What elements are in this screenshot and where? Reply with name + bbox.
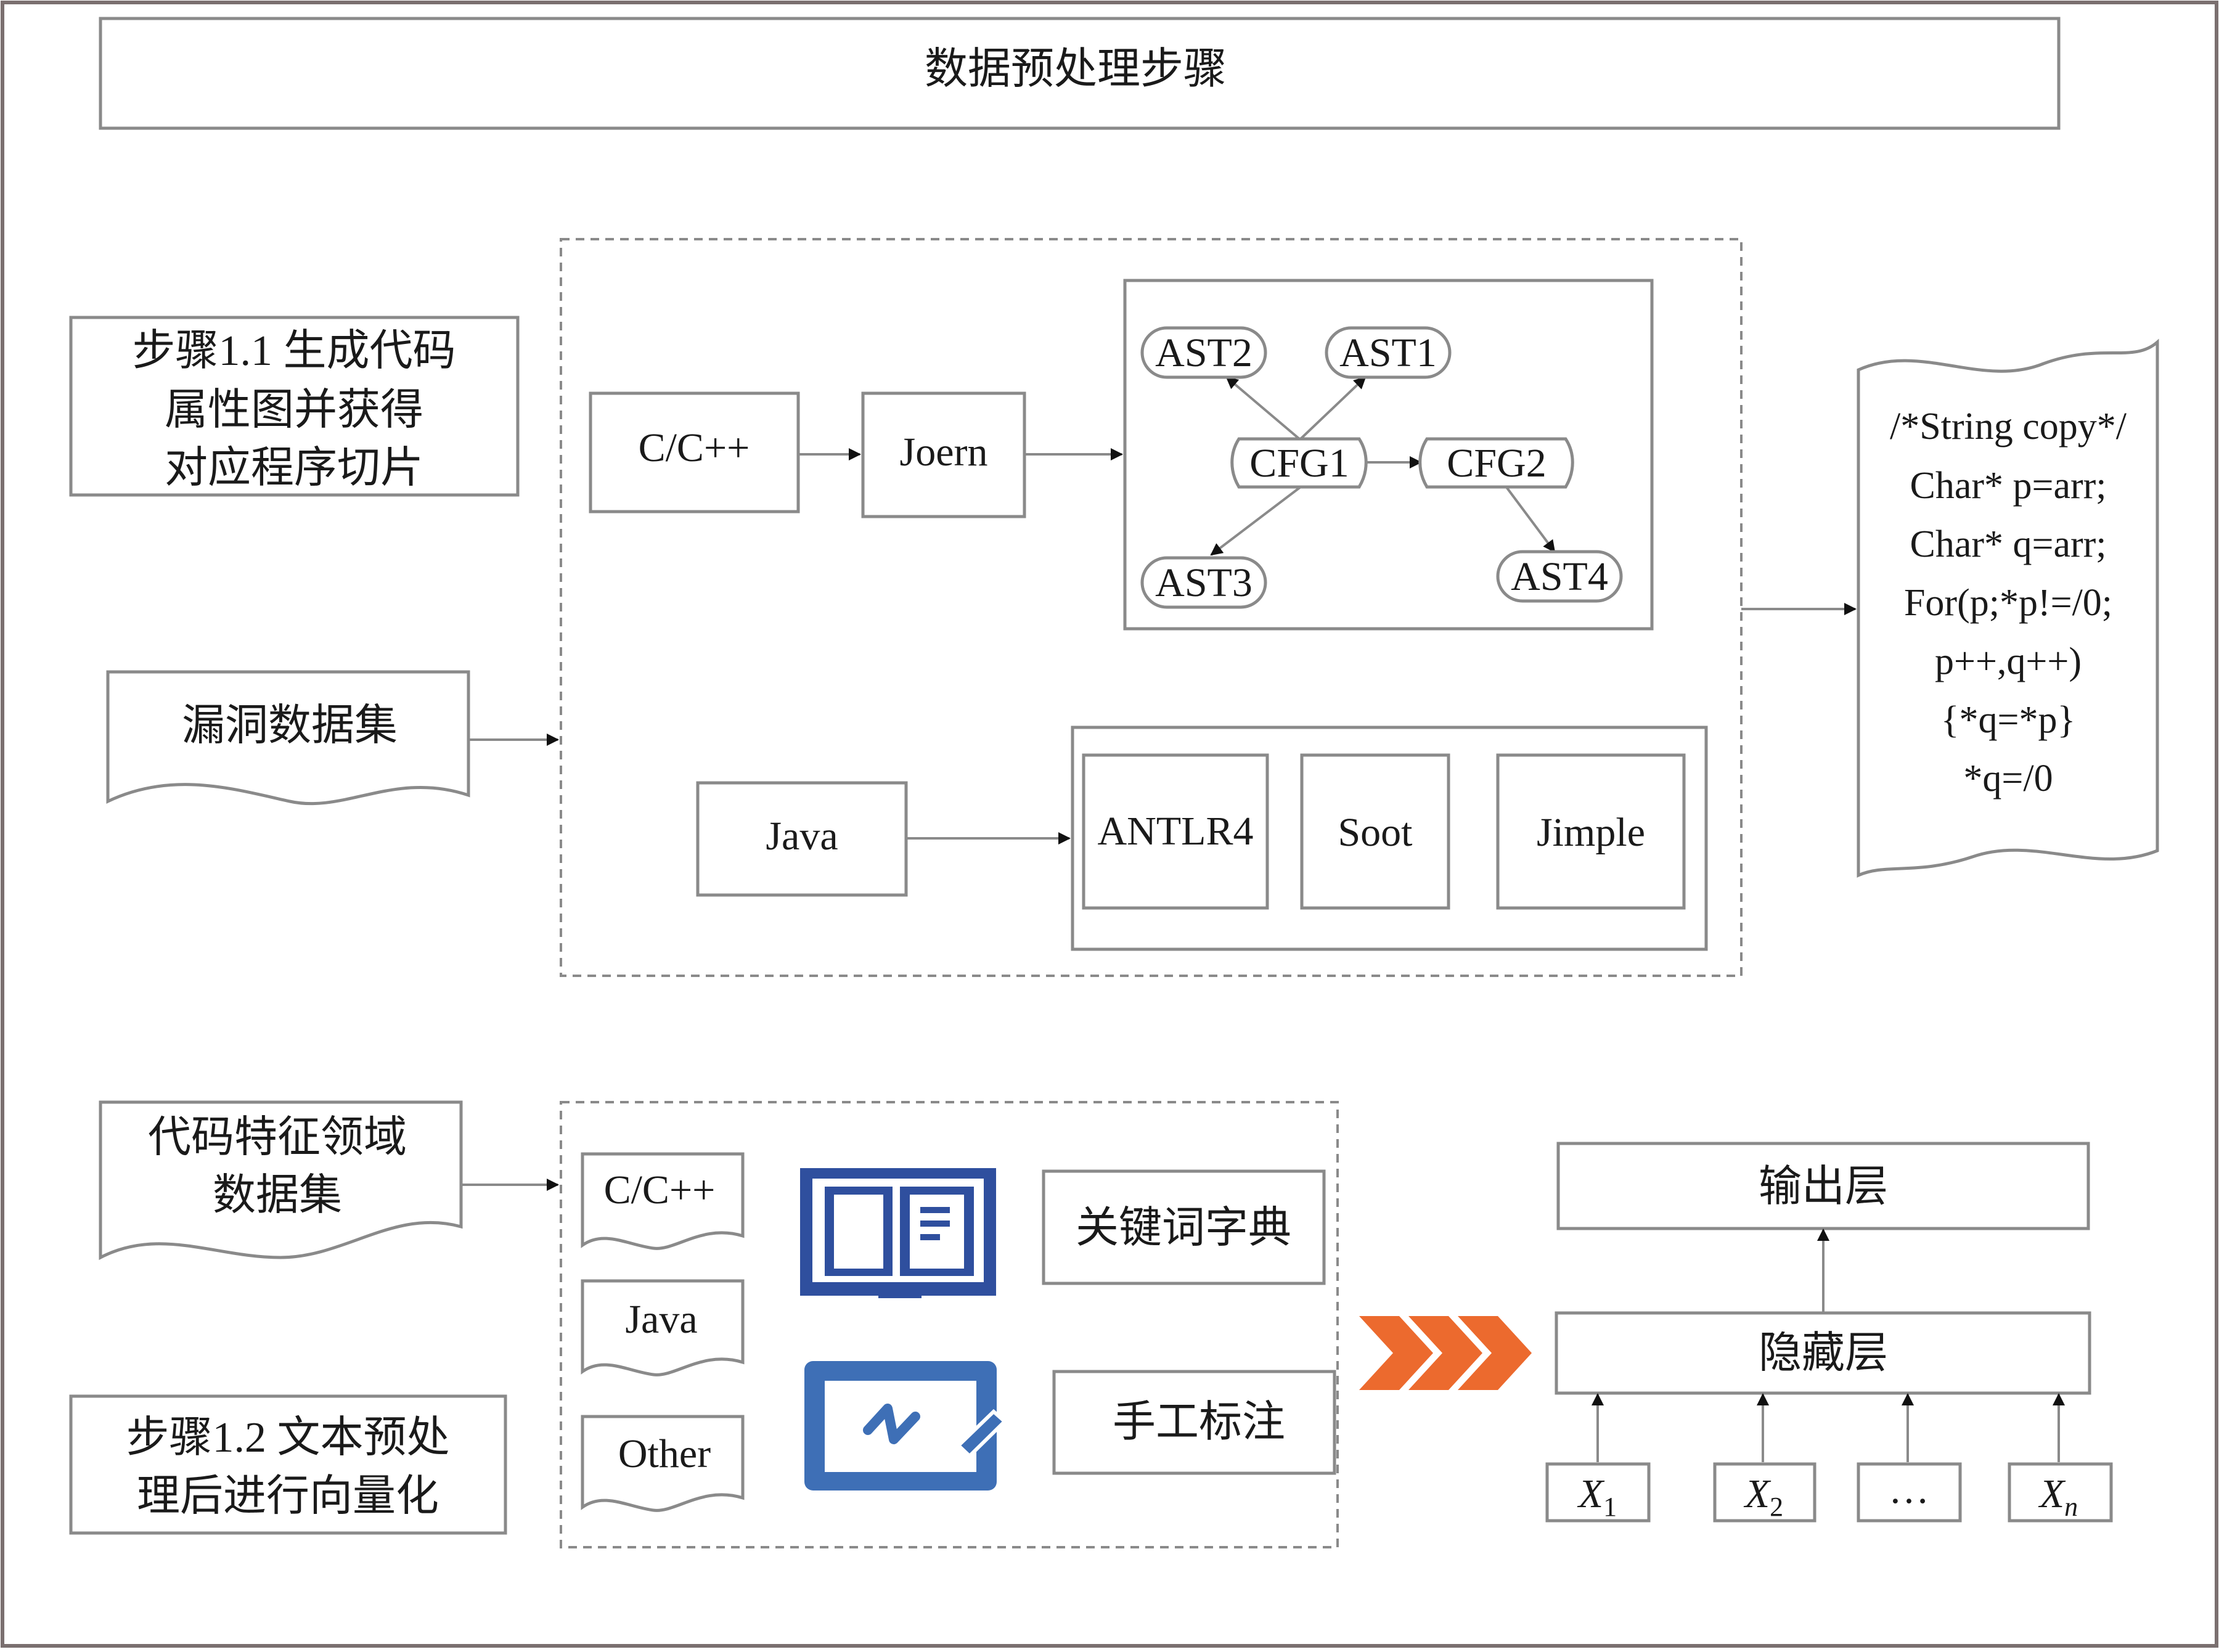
joern-label: Joern	[900, 430, 988, 475]
node-ast4: AST4	[1496, 550, 1623, 603]
step-1-1-label: 步骤1.1 生成代码 属性图并获得 对应程序切片	[69, 316, 520, 497]
input-x1: X1	[1545, 1462, 1651, 1523]
step-1-1-line-3: 对应程序切片	[165, 444, 423, 492]
code-line-4: For(p;*p!=/0;	[1904, 582, 2112, 624]
step-1-2-line-1: 步骤1.2 文本预处	[126, 1414, 450, 1462]
tool-jimple-label: Jimple	[1537, 810, 1645, 855]
cfg1-to-ast1-edge	[1299, 376, 1367, 440]
node-ast3-label: AST3	[1155, 560, 1253, 605]
input-x1-sub: 1	[1603, 1492, 1617, 1522]
node-ast2: AST2	[1140, 326, 1267, 379]
cpp-box: C/C++	[589, 391, 800, 513]
tool-antlr4: ANTLR4	[1082, 753, 1269, 910]
node-ast4-label: AST4	[1511, 554, 1608, 599]
tool-antlr4-label: ANTLR4	[1098, 809, 1254, 854]
keyword-dictionary-label: 关键词字典	[1076, 1204, 1291, 1252]
code-feature-dataset-line-2: 数据集	[213, 1172, 342, 1219]
doc-cpp: C/C++	[581, 1152, 745, 1250]
input-xn-sub: n	[2064, 1492, 2078, 1522]
node-cfg2: CFG2	[1418, 437, 1574, 489]
cfg1-to-ast2-edge	[1225, 376, 1301, 440]
step-1-2-label: 步骤1.2 文本预处 理后进行向量化	[69, 1394, 507, 1535]
svg-text:X2: X2	[1743, 1471, 1783, 1522]
java-label: Java	[766, 814, 838, 859]
tool-soot: Soot	[1300, 753, 1450, 910]
code-line-2: Char* p=arr;	[1910, 465, 2106, 507]
keyword-dictionary-box: 关键词字典	[1042, 1169, 1326, 1285]
input-xn: Xn	[2008, 1462, 2113, 1523]
input-x2-base: X	[1743, 1471, 1772, 1516]
svg-text:Xn: Xn	[2038, 1471, 2078, 1522]
parser-container	[560, 238, 1743, 977]
cpp-label: C/C++	[639, 425, 750, 470]
pen-tablet-icon	[804, 1361, 1008, 1490]
node-cfg2-label: CFG2	[1447, 441, 1546, 486]
node-cfg1: CFG1	[1230, 437, 1368, 489]
code-line-5: p++,q++)	[1935, 640, 2082, 682]
vulnerability-dataset-label: 漏洞数据集	[182, 702, 398, 750]
input-x2-sub: 2	[1770, 1492, 1783, 1522]
title-box: 数据预处理步骤	[99, 17, 2061, 130]
doc-java: Java	[581, 1279, 745, 1376]
code-feature-dataset: 代码特征领域 数据集	[99, 1100, 463, 1261]
cfg2-to-ast4-edge	[1503, 483, 1556, 553]
hidden-layer-label: 隐藏层	[1759, 1330, 1888, 1377]
code-line-6: {*q=*p}	[1941, 699, 2075, 741]
input-xn-base: X	[2038, 1471, 2066, 1516]
svg-text:X1: X1	[1577, 1471, 1617, 1522]
code-feature-dataset-line-1: 代码特征领域	[148, 1114, 407, 1161]
output-layer: 输出层	[1556, 1142, 2090, 1230]
node-ast2-label: AST2	[1155, 330, 1253, 375]
tool-soot-label: Soot	[1338, 810, 1412, 855]
input-ellipsis: …	[1857, 1462, 1962, 1523]
step-1-2-line-2: 理后进行向量化	[137, 1473, 439, 1520]
code-line-7: *q=/0	[1963, 758, 2053, 799]
page-title: 数据预处理步骤	[925, 46, 1227, 93]
output-layer-label: 输出层	[1759, 1163, 1888, 1211]
node-ast1-label: AST1	[1339, 330, 1437, 375]
input-x2: X2	[1713, 1462, 1816, 1523]
joern-box: Joern	[861, 391, 1026, 518]
manual-annotation-box: 手工标注	[1052, 1370, 1336, 1475]
step-1-1-line-1: 步骤1.1 生成代码	[133, 327, 456, 375]
input-ellipsis-label: …	[1889, 1467, 1929, 1512]
preprocess-container	[560, 1101, 1339, 1548]
triple-chevron-icon	[1359, 1316, 1532, 1390]
doc-other: Other	[581, 1415, 745, 1512]
vulnerability-dataset: 漏洞数据集	[106, 670, 470, 806]
program-slice: /*String copy*/ Char* p=arr; Char* q=arr…	[1857, 338, 2159, 878]
doc-cpp-label: C/C++	[604, 1167, 716, 1212]
code-line-3: Char* q=arr;	[1910, 523, 2106, 565]
node-cfg1-label: CFG1	[1249, 441, 1349, 486]
code-line-1: /*String copy*/	[1890, 406, 2127, 448]
doc-other-label: Other	[618, 1431, 711, 1476]
tool-jimple: Jimple	[1496, 753, 1686, 910]
book-icon	[800, 1168, 996, 1298]
step-1-1-line-2: 属性图并获得	[165, 386, 423, 434]
input-x1-base: X	[1577, 1471, 1605, 1516]
cfg1-to-ast3-edge	[1210, 486, 1302, 556]
manual-annotation-label: 手工标注	[1113, 1399, 1285, 1446]
java-box: Java	[696, 781, 908, 897]
node-ast3: AST3	[1140, 556, 1267, 609]
doc-java-label: Java	[625, 1297, 697, 1342]
hidden-layer: 隐藏层	[1555, 1311, 2091, 1395]
node-ast1: AST1	[1325, 326, 1452, 379]
